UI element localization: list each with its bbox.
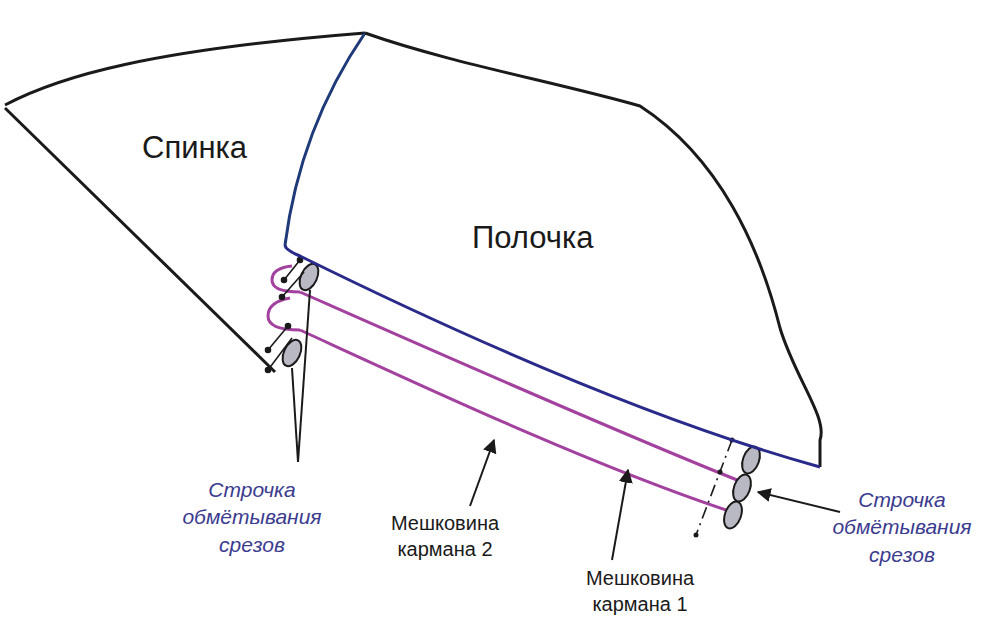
part-label: Мешковина кармана 1: [565, 565, 715, 617]
leader-lines: [292, 290, 840, 560]
outline-segment: [5, 33, 365, 105]
outline-segment: [285, 33, 365, 245]
garment-piece: Спинка: [0, 28, 372, 378]
piece-name: Полочка: [472, 220, 593, 256]
piece-name: Спинка: [142, 130, 247, 166]
part-label: Мешковина кармана 2: [370, 510, 520, 562]
overcast-stitch-right: [694, 438, 764, 538]
pocket-bags: [268, 266, 742, 512]
outline-segment: [285, 245, 820, 467]
overcast-stitch-left: [266, 258, 323, 373]
outline-segment: [365, 33, 821, 467]
stitch-note: Строчка обмётывания срезов: [167, 476, 337, 558]
outline-segment: [5, 108, 275, 372]
garment-piece: Полочка: [280, 28, 840, 473]
stitch-note: Строчка обмётывания срезов: [817, 486, 987, 568]
piece-outline: [0, 28, 372, 378]
